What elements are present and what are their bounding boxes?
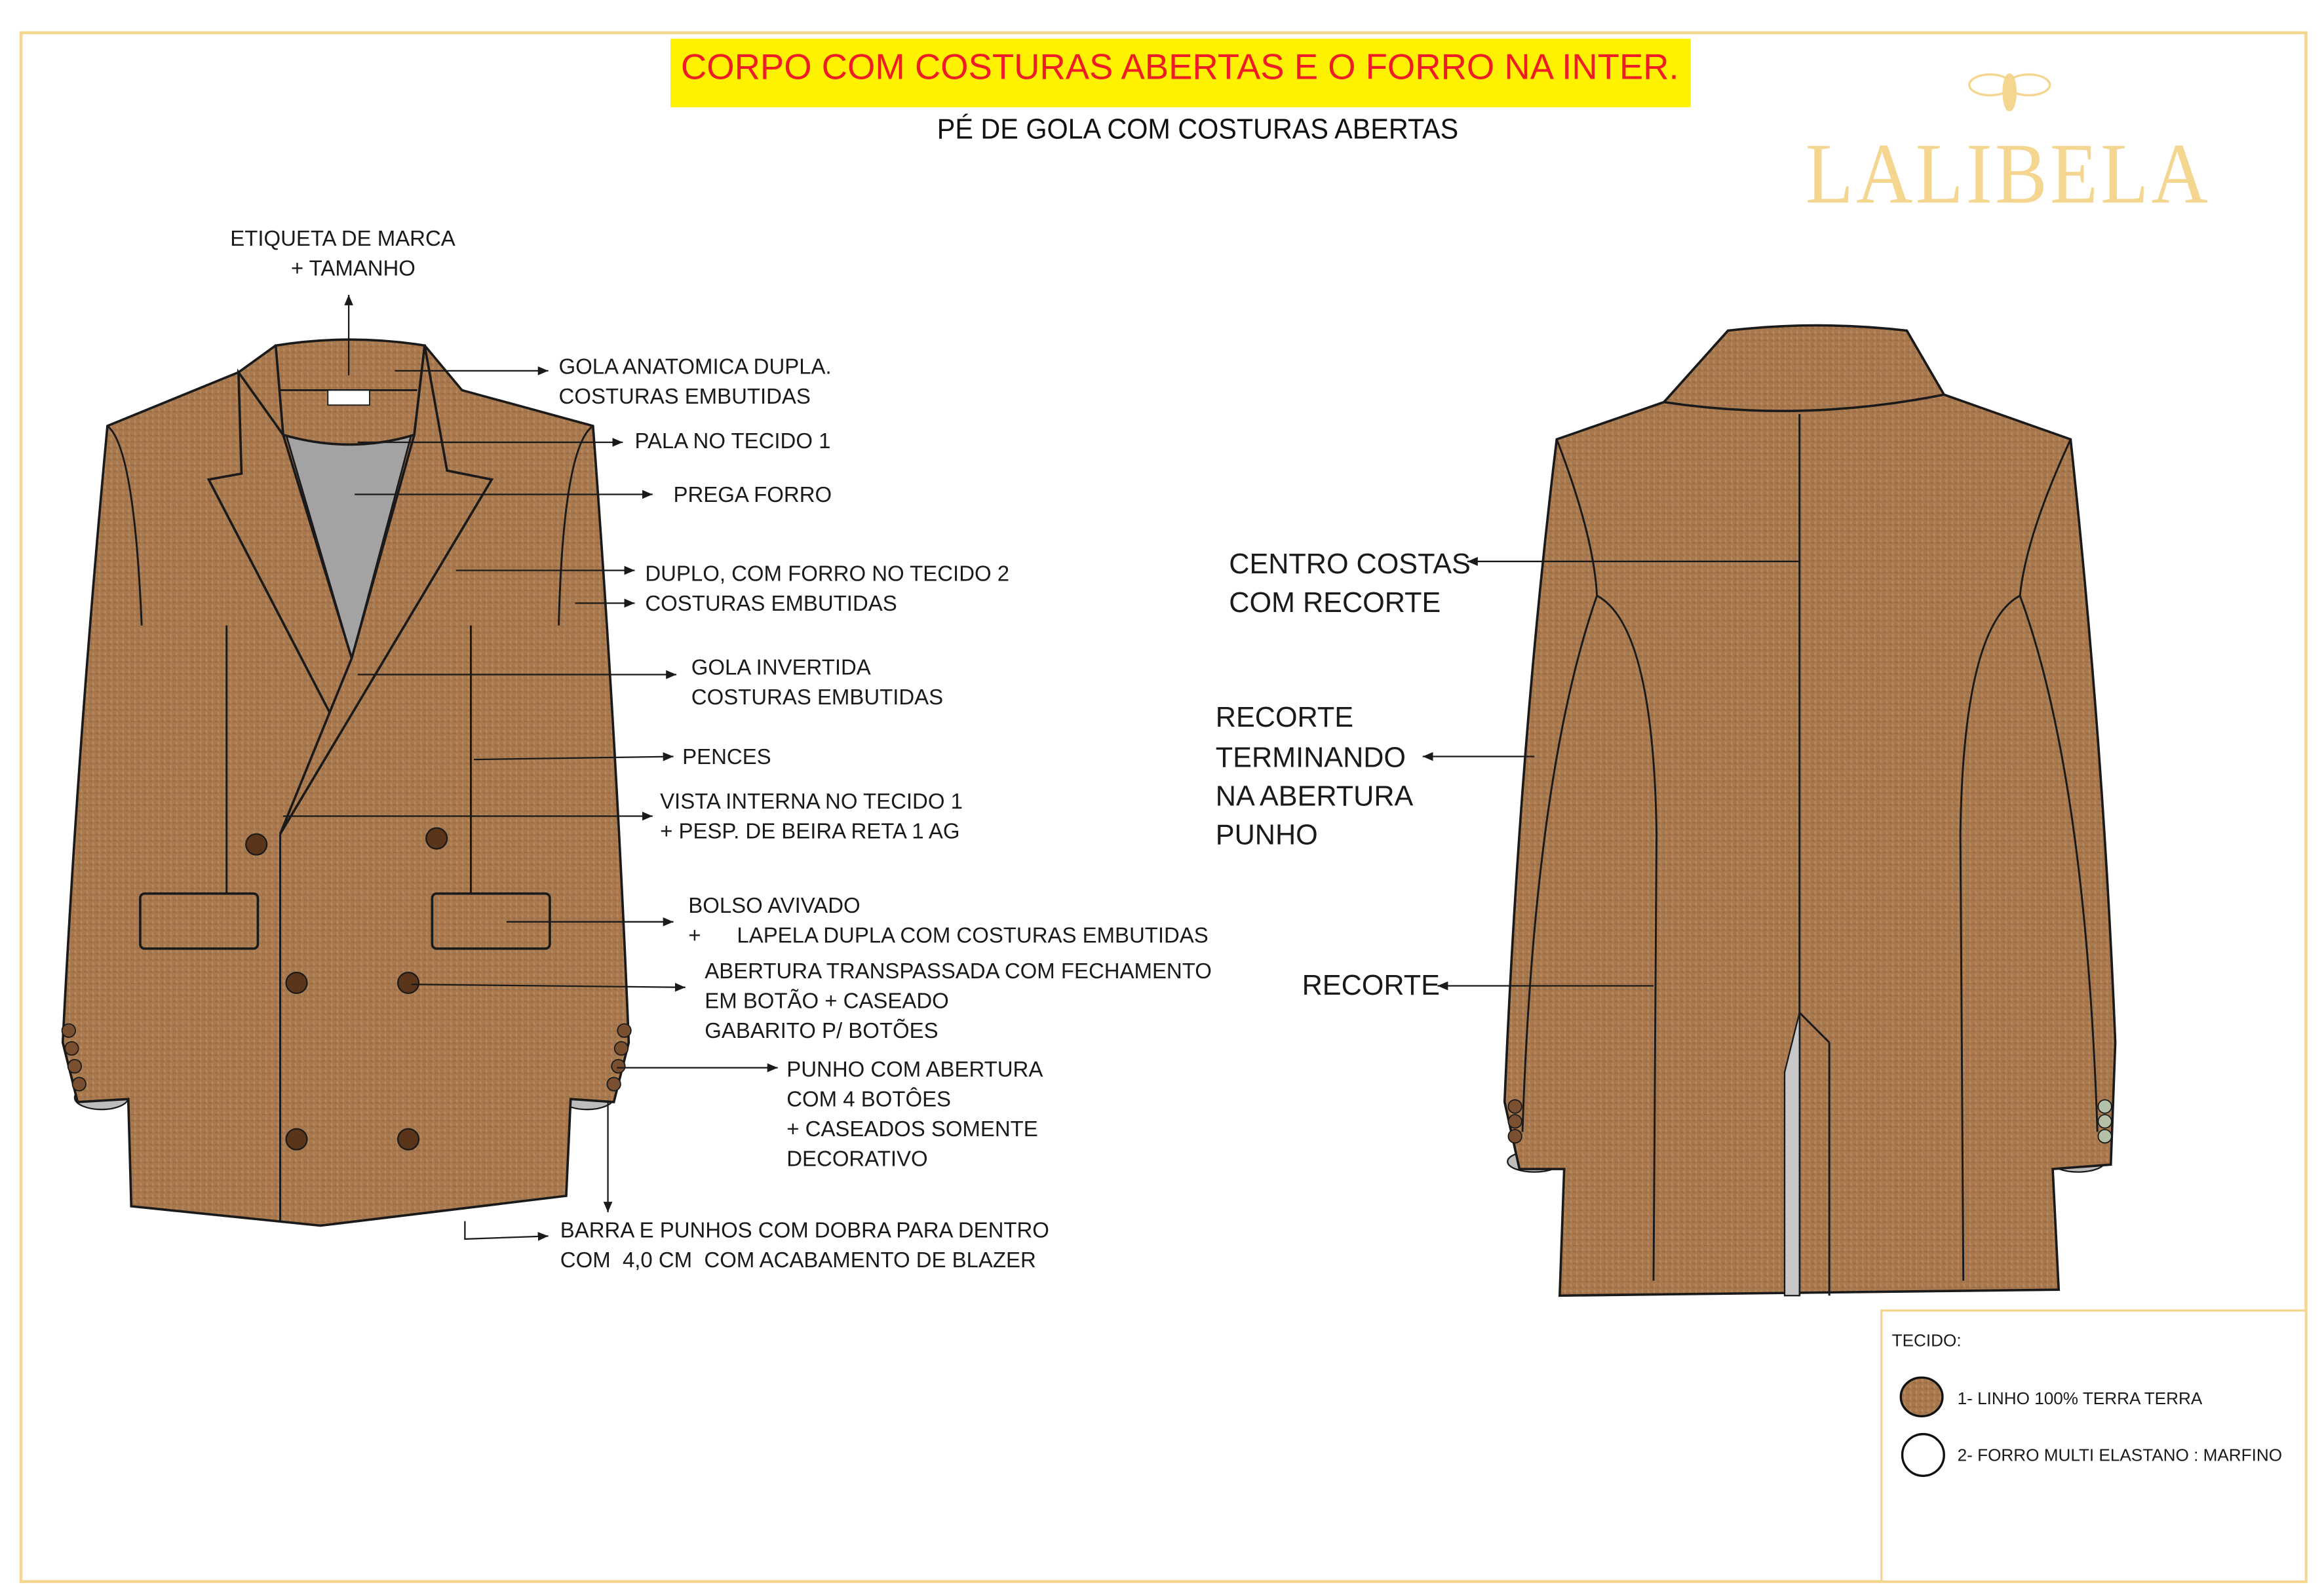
page-subtitle: PÉ DE GOLA COM COSTURAS ABERTAS: [937, 113, 1458, 145]
label-recorte-term-3: NA ABERTURA: [1216, 781, 1414, 813]
label-centro-2: COM RECORTE: [1229, 587, 1441, 619]
back-callout-arrows: [1422, 557, 1800, 991]
label-punho-1: PUNHO COM ABERTURA: [786, 1057, 1043, 1081]
legend-item-forro: 2- FORRO MULTI ELASTANO : MARFINO: [1958, 1445, 2282, 1465]
legend-item-linho: 1- LINHO 100% TERRA TERRA: [1958, 1388, 2203, 1408]
label-vista-2: + PESP. DE BEIRA RETA 1 AG: [660, 819, 959, 843]
label-recorte-term-2: TERMINANDO: [1216, 742, 1406, 773]
label-centro-1: CENTRO COSTAS: [1229, 548, 1471, 580]
svg-text:ETIQUETA DE MARCA: ETIQUETA DE MARCA: [230, 226, 455, 250]
front-callout-arrows: [283, 295, 778, 1241]
front-jacket-drawing: [61, 338, 632, 1227]
fabric-legend: TECIDO: 1- LINHO 100% TERRA TERRA 2- FOR…: [1880, 1309, 2308, 1583]
label-duplo-2: COSTURAS EMBUTIDAS: [645, 591, 897, 615]
label-recorte: RECORTE: [1302, 970, 1440, 1001]
label-punho-4: DECORATIVO: [786, 1147, 927, 1171]
svg-text:+ TAMANHO: + TAMANHO: [291, 256, 416, 280]
back-labels: CENTRO COSTAS COM RECORTE RECORTE TERMIN…: [1216, 548, 1471, 1001]
label-bolso-1: BOLSO AVIVADO: [688, 893, 860, 917]
swatch-linho: [1899, 1376, 1944, 1418]
label-punho-2: COM 4 BOTÔES: [786, 1087, 951, 1111]
swatch-forro: [1901, 1432, 1945, 1477]
title-banner: [670, 39, 1691, 107]
label-bolso-2: + LAPELA DUPLA COM COSTURAS EMBUTIDAS: [688, 923, 1208, 948]
back-jacket-drawing: [1503, 324, 2117, 1297]
label-etiqueta-2: + TAMANHO: [291, 256, 416, 280]
label-abertura-1: ABERTURA TRANSPASSADA COM FECHAMENTO: [705, 959, 1212, 983]
label-vista-1: VISTA INTERNA NO TECIDO 1: [660, 789, 963, 813]
label-gola-inv-2: COSTURAS EMBUTIDAS: [691, 685, 943, 709]
label-pala: PALA NO TECIDO 1: [634, 429, 830, 453]
page-title: CORPO COM COSTURAS ABERTAS E O FORRO NA …: [681, 47, 1679, 86]
label-etiqueta-1: ETIQUETA DE MARCA: [230, 226, 455, 250]
label-gola-2: COSTURAS EMBUTIDAS: [559, 384, 811, 408]
label-punho-3: + CASEADOS SOMENTE: [786, 1117, 1037, 1141]
legend-title: TECIDO:: [1892, 1331, 1962, 1350]
back-cuff-buttons: [1507, 1099, 2112, 1144]
page-frame: [19, 31, 2308, 1583]
front-buttons: [245, 827, 448, 1151]
label-recorte-term-4: PUNHO: [1216, 820, 1318, 851]
cuff-buttons: [61, 1023, 632, 1092]
label-abertura-3: GABARITO P/ BOTÕES: [705, 1018, 938, 1043]
brand-logo: LALIBELA: [1806, 126, 2211, 221]
label-recorte-term-1: RECORTE: [1216, 702, 1353, 733]
front-labels: ETIQUETA DE MARCA + TAMANHO GOLA ANATOMI…: [230, 226, 1212, 1272]
label-prega: PREGA FORRO: [674, 482, 832, 507]
label-pences: PENCES: [682, 744, 771, 769]
label-barra-2: COM 4,0 CM COM ACABAMENTO DE BLAZER: [560, 1248, 1036, 1272]
label-gola-inv-1: GOLA INVERTIDA: [691, 655, 871, 680]
label-duplo-1: DUPLO, COM FORRO NO TECIDO 2: [645, 561, 1009, 585]
label-abertura-2: EM BOTÃO + CASEADO: [705, 989, 948, 1013]
label-barra-1: BARRA E PUNHOS COM DOBRA PARA DENTRO: [560, 1218, 1049, 1242]
label-gola-1: GOLA ANATOMICA DUPLA.: [559, 354, 832, 378]
bee-icon: [1968, 73, 2051, 111]
